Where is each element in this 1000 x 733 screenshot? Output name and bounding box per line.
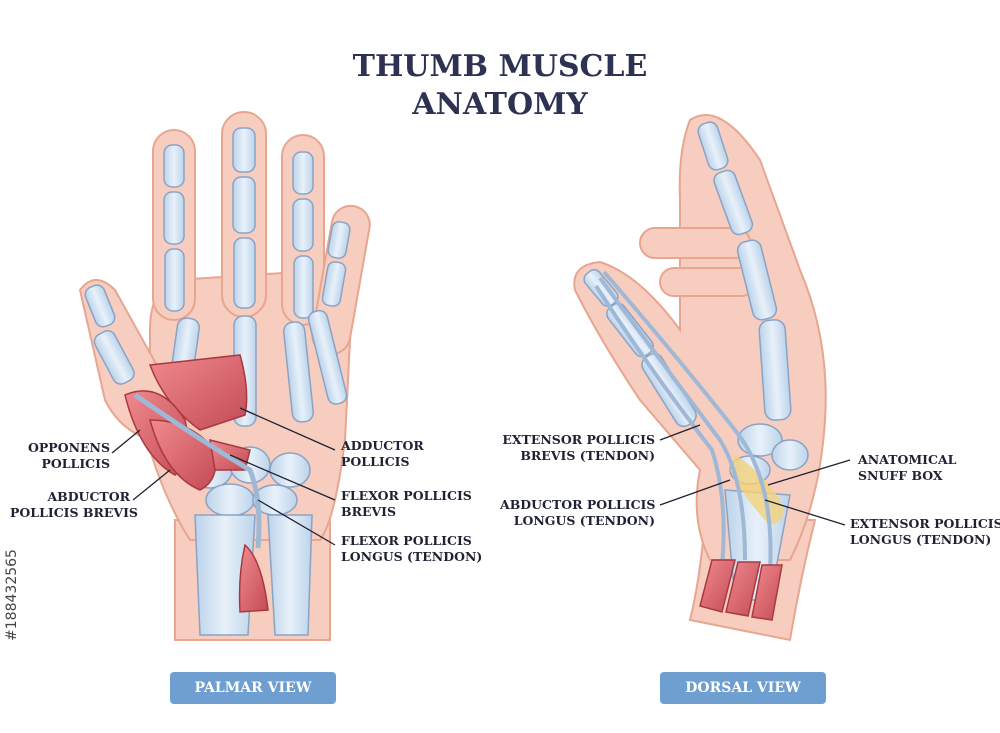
label-flexor-pollicis-longus: FLEXOR POLLICIS LONGUS (TENDON) <box>341 533 482 565</box>
label-adductor-pollicis: ADDUCTOR POLLICIS <box>341 438 424 470</box>
dorsal-finger-2 <box>660 268 755 296</box>
title-line-2: ANATOMY <box>300 86 700 124</box>
palmar-view-button: PALMAR VIEW <box>170 672 336 704</box>
label-flexor-pollicis-brevis: FLEXOR POLLICIS BREVIS <box>341 488 472 520</box>
dorsal-palm <box>574 115 825 560</box>
label-abductor-pollicis-longus: ABDUCTOR POLLICIS LONGUS (TENDON) <box>500 497 655 529</box>
label-opponens-pollicis: OPPONENS POLLICIS <box>14 440 110 472</box>
label-anatomical-snuff-box: ANATOMICAL SNUFF BOX <box>858 452 956 484</box>
label-extensor-pollicis-brevis: EXTENSOR POLLICIS BREVIS (TENDON) <box>500 432 655 464</box>
label-abductor-pollicis-brevis: ABDUCTOR POLLICIS BREVIS <box>10 489 130 521</box>
page-title: THUMB MUSCLE ANATOMY <box>300 48 700 124</box>
stock-id-text: #188432565 <box>4 485 24 705</box>
dorsal-view-button: DORSAL VIEW <box>660 672 826 704</box>
label-extensor-pollicis-longus: EXTENSOR POLLICIS LONGUS (TENDON) <box>850 516 1000 548</box>
title-line-1: THUMB MUSCLE <box>300 48 700 86</box>
